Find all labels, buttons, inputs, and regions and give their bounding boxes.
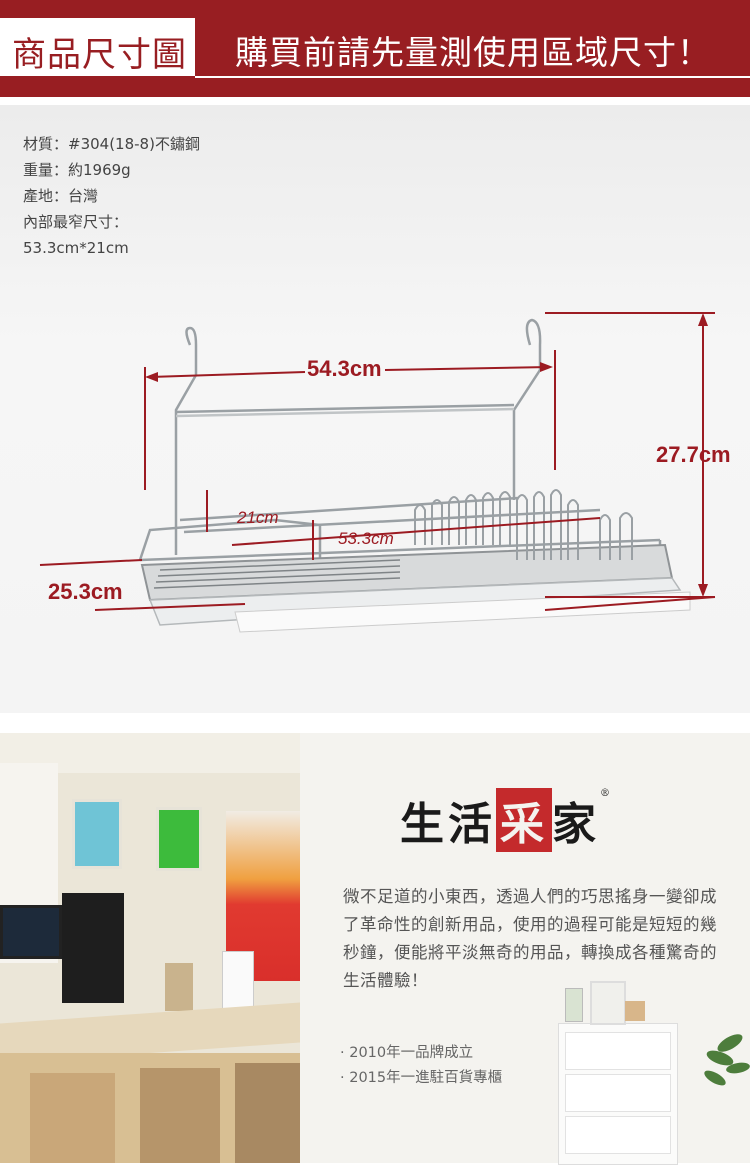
thermos-gold	[165, 963, 193, 1011]
picture-frame	[590, 981, 626, 1025]
dresser-image	[558, 1023, 678, 1165]
brand-info-panel: 生活采家® 微不足道的小東西，透過人們的巧思搖身一變卻成了革命性的創新用品，使用…	[300, 733, 750, 1165]
header-banner: 商品尺寸圖 購買前請先量測使用區域尺寸！	[0, 0, 750, 97]
brand-intro: 微不足道的小東西，透過人們的巧思搖身一變卻成了革命性的創新用品，使用的過程可能是…	[343, 887, 717, 990]
poster-line	[156, 807, 202, 871]
header-divider	[195, 76, 750, 78]
spec-weight: 重量：約1969g	[23, 161, 131, 179]
dimension-width-outer: 54.3cm	[307, 356, 382, 381]
cash-register	[62, 893, 124, 1003]
spec-list: 材質：#304(18-8)不鏽鋼 重量：約1969g 產地：台灣 內部最窄尺寸：…	[23, 131, 200, 261]
header-slogan: 購買前請先量測使用區域尺寸！	[235, 33, 711, 72]
spec-inner-size-value: 53.3cm*21cm	[23, 239, 129, 257]
registered-mark: ®	[600, 788, 614, 799]
section-label-box: 商品尺寸圖	[0, 18, 195, 76]
potted-plant	[704, 1034, 750, 1086]
dimension-height: 27.7cm	[656, 442, 731, 467]
logo-char-4: 家	[552, 799, 600, 850]
dimension-width-inner: 53.3cm	[338, 529, 394, 548]
product-dimension-panel: 材質：#304(18-8)不鏽鋼 重量：約1969g 產地：台灣 內部最窄尺寸：…	[0, 105, 750, 713]
thermos-white	[222, 951, 254, 1011]
poster-blue	[72, 799, 122, 869]
store-photo	[0, 733, 300, 1163]
milestone-item: · 2010年一品牌成立	[340, 1045, 474, 1061]
logo-char-2: 活	[448, 799, 496, 850]
basket	[625, 1001, 645, 1021]
counter-shelves	[0, 1053, 300, 1163]
spec-material: 材質：#304(18-8)不鏽鋼	[23, 135, 200, 153]
spec-inner-size-label: 內部最窄尺寸：	[23, 213, 129, 231]
logo-seal-char: 采	[496, 788, 552, 852]
brand-milestones: · 2010年一品牌成立 · 2015年一進駐百貨專櫃	[340, 1041, 502, 1091]
dimension-depth-inner: 21cm	[237, 508, 279, 527]
brand-logo: 生活采家®	[400, 788, 614, 852]
spec-origin: 產地：台灣	[23, 187, 99, 205]
section-label: 商品尺寸圖	[12, 35, 187, 75]
dish-rack-illustration	[39, 312, 716, 633]
milestone-item: · 2015年一進駐百貨專櫃	[340, 1070, 503, 1086]
logo-char-1: 生	[400, 799, 448, 850]
dimension-depth-outer: 25.3cm	[48, 579, 123, 604]
monitor	[0, 905, 62, 959]
plant-vase	[565, 988, 583, 1022]
